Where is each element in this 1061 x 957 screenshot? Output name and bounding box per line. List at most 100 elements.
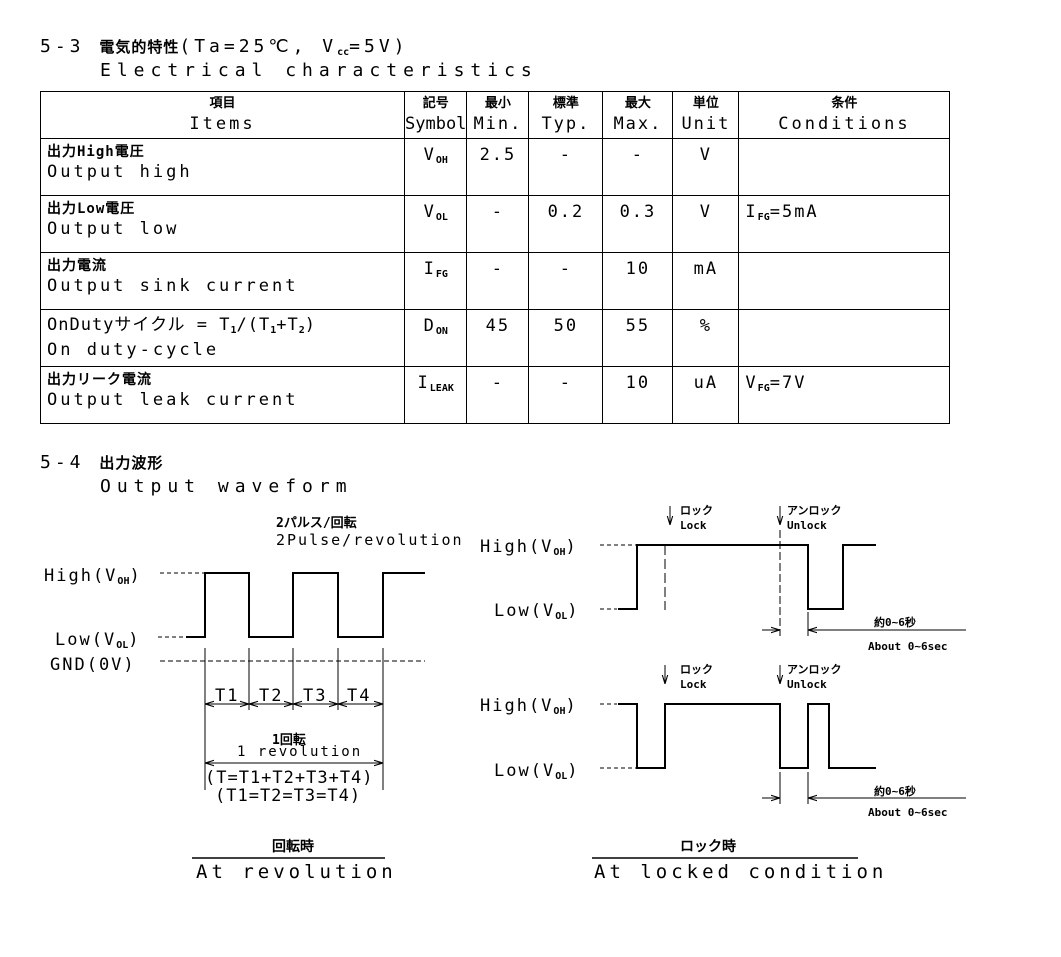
symbol-cell: IFG: [403, 252, 468, 310]
condition-cell: VFG=7V: [738, 366, 951, 424]
header-jp: 最小: [484, 96, 511, 111]
label-text: Low(V: [494, 601, 556, 621]
symbol-sub: OL: [435, 212, 448, 223]
unlock-label-jp-top: アンロック: [787, 504, 842, 517]
symbol-cell: DON: [403, 309, 468, 367]
item-en: Output leak current: [47, 390, 299, 410]
pulse-per-rev-en: 2Pulse/revolution: [276, 531, 464, 549]
table-row: OnDutyサイクル = T1/(T1+T2)On duty-cycle DON…: [40, 309, 951, 367]
lock-label-jp-bottom: ロック: [680, 663, 713, 676]
label-text: Low(V: [494, 761, 556, 781]
period-equation-1: (T=T1+T2+T3+T4): [205, 768, 374, 788]
duty-sub: 1: [230, 325, 237, 336]
right-bottom-high-label: High(VOH): [480, 696, 578, 717]
right-bottom-waveform: [592, 665, 966, 859]
header-en: Symbol: [405, 114, 467, 134]
symbol: I: [423, 259, 436, 279]
left-pulse-trace: [186, 572, 425, 638]
label-text: High(V: [480, 696, 554, 716]
min-cell: -: [466, 252, 530, 310]
min-cell: -: [466, 366, 530, 424]
period-t1: T1: [215, 686, 240, 706]
label-text: Low(V: [55, 630, 117, 650]
section-title-jp: 出力波形: [99, 454, 164, 472]
header-min: 最小 Min.: [466, 91, 530, 139]
section-number: 5-4: [40, 452, 85, 473]
condition: V: [745, 373, 758, 393]
header-en: Max.: [613, 114, 663, 134]
symbol: D: [423, 316, 436, 336]
gnd-label: GND(0V): [50, 655, 136, 675]
right-top-high-label: High(VOH): [480, 537, 578, 558]
label-text: High(V: [44, 566, 118, 586]
item-jp: 出力High電圧: [47, 144, 145, 160]
pulse-per-rev-jp: 2パルス/回転: [276, 516, 357, 531]
duration-jp-top: 約0~6秒: [874, 616, 916, 629]
label-sub: OL: [116, 640, 129, 651]
label-text-end: ): [128, 630, 141, 650]
label-sub: OL: [555, 611, 568, 622]
label-sub: OL: [555, 771, 568, 782]
condition-cell: [738, 252, 951, 310]
max-cell: -: [602, 138, 674, 196]
section-5-4-title: 5-4 出力波形: [40, 452, 163, 473]
condition-sub: FG: [757, 383, 770, 394]
section-5-3-title-en: Electrical characteristics: [100, 60, 538, 81]
duty-sub: 2: [298, 325, 305, 336]
item-en: On duty-cycle: [47, 340, 220, 360]
period-equation-2: (T1=T2=T3=T4): [215, 786, 362, 806]
lock-label-jp-top: ロック: [680, 504, 713, 517]
typ-cell: 50: [528, 309, 604, 367]
symbol-cell: ILEAK: [403, 366, 468, 424]
section-title-condition-sub: cc: [337, 47, 350, 58]
duty-sub: 1: [270, 325, 277, 336]
at-revolution-caption-en: At revolution: [196, 861, 397, 883]
section-title-condition-end: =5V): [349, 36, 409, 57]
duration-en-bottom: About 0~6sec: [868, 806, 948, 819]
symbol-sub: OH: [435, 155, 448, 166]
item-cell: OnDutyサイクル = T1/(T1+T2)On duty-cycle: [40, 309, 405, 367]
symbol: I: [417, 373, 430, 393]
unit-cell: mA: [672, 252, 740, 310]
label-sub: OH: [553, 706, 566, 717]
condition: I: [745, 202, 758, 222]
header-jp: 最大: [624, 96, 651, 111]
condition-end: =5mA: [769, 202, 819, 222]
header-jp: 条件: [831, 96, 858, 111]
symbol: V: [423, 145, 436, 165]
section-5-4-title-en: Output waveform: [100, 476, 353, 497]
unit-cell: V: [672, 195, 740, 253]
max-cell: 10: [602, 366, 674, 424]
condition-cell: [738, 309, 951, 367]
one-rev-jp: 1回転: [272, 733, 306, 748]
max-cell: 55: [602, 309, 674, 367]
left-high-label: High(VOH): [44, 566, 142, 587]
period-t4: T4: [347, 686, 372, 706]
label-sub: OH: [117, 576, 130, 587]
header-jp: 項目: [209, 96, 236, 111]
label-text: High(V: [480, 537, 554, 557]
lock-label-en-top: Lock: [680, 519, 707, 532]
item-jp: OnDutyサイクル = T1/(T1+T2): [47, 310, 404, 339]
typ-cell: -: [528, 366, 604, 424]
section-title-jp: 電気的特性: [99, 38, 180, 56]
condition-sub: FG: [757, 212, 770, 223]
section-5-3-title: 5-3 電気的特性(Ta=25℃, Vcc=5V): [40, 36, 409, 58]
unit-cell: V: [672, 138, 740, 196]
left-low-label: Low(VOL): [55, 630, 141, 651]
duration-en-top: About 0~6sec: [868, 640, 948, 653]
item-jp: 出力リーク電流: [47, 372, 152, 388]
section-number: 5-3: [40, 36, 85, 57]
header-en: Min.: [473, 114, 523, 134]
one-rev-en: 1 revolution: [237, 744, 363, 760]
unlock-label-en-top: Unlock: [787, 519, 827, 532]
